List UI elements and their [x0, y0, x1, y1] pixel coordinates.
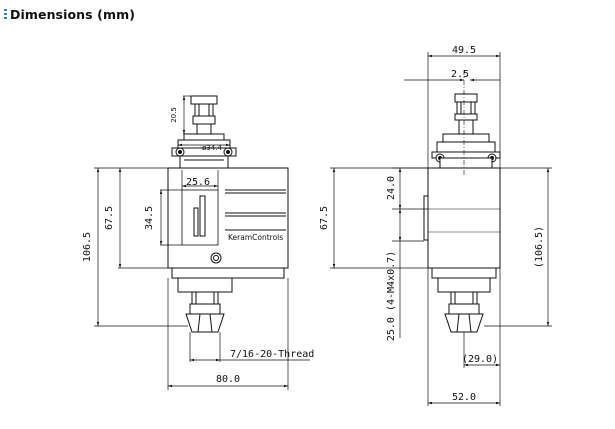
front-body [167, 167, 289, 279]
front-top-fitting [171, 95, 237, 169]
dim-side-width: 52.0 [452, 392, 476, 403]
dim-thread: 7/16-20-Thread [230, 349, 314, 360]
side-bottom-fitting [437, 277, 491, 333]
dim-diameter: ø34.4 [202, 144, 222, 152]
front-bottom-fitting [177, 277, 233, 333]
dim-offset: 2.5 [451, 69, 469, 80]
dim-fitting-offset: (29.0) [462, 354, 498, 365]
dim-side-body-height: 67.5 [319, 206, 330, 230]
front-view [167, 95, 289, 333]
dim-front-total-height: 106.5 [82, 232, 93, 262]
dim-front-body-height: 67.5 [104, 206, 115, 230]
dim-fitting-height: 20.5 [170, 107, 178, 123]
side-top-fitting [431, 93, 501, 169]
dim-side-total-height: (106.5) [534, 226, 545, 268]
side-view [423, 70, 501, 333]
side-dimension-lines [330, 52, 552, 406]
list-icon [4, 9, 7, 19]
side-body [423, 167, 501, 279]
brand-label: KeramControls [228, 233, 283, 242]
dim-top-width: 49.5 [452, 45, 476, 56]
dim-window-height: 34.5 [144, 206, 155, 230]
dim-window-width: 25.6 [186, 177, 210, 188]
page-title: Dimensions (mm) [10, 6, 136, 22]
dim-mount-holes: 25.0 (4-M4x0.7) [386, 251, 397, 341]
dim-front-width: 80.0 [216, 374, 240, 385]
page-header: Dimensions (mm) [4, 5, 135, 23]
front-dimension-lines [94, 95, 310, 390]
dim-upper-spacing: 24.0 [386, 176, 397, 200]
